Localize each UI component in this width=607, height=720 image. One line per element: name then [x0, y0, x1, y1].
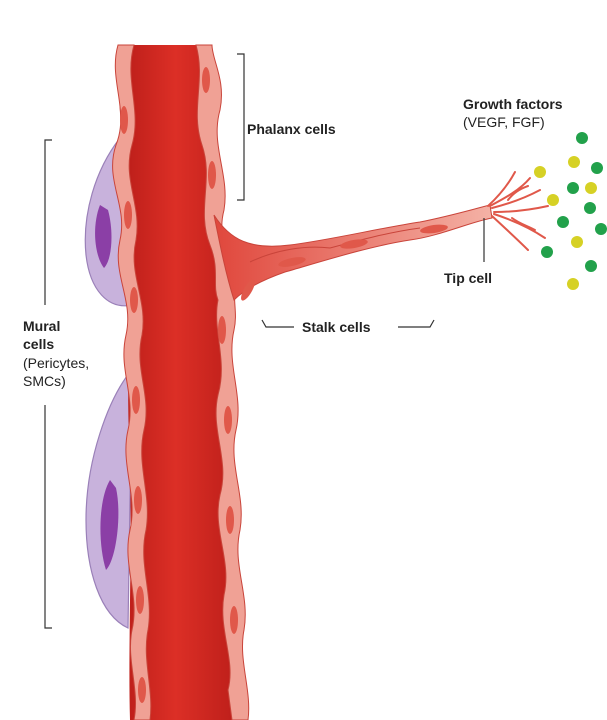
mural-bracket-top [45, 140, 52, 305]
phalanx-bracket [237, 54, 244, 200]
vegf-molecule-icon [591, 162, 603, 174]
fgf-molecule-icon [534, 166, 546, 178]
mural-cells-label-line2: cells [23, 336, 54, 353]
mural-cells-label-line3: (Pericytes, [23, 355, 89, 372]
fgf-molecule-icon [567, 278, 579, 290]
vegf-molecule-icon [576, 132, 588, 144]
stalk-cells-label: Stalk cells [302, 319, 371, 336]
stalk-bracket-left [262, 320, 294, 327]
stalk-bracket-right [398, 320, 434, 327]
vegf-molecule-icon [585, 260, 597, 272]
vegf-molecule-icon [584, 202, 596, 214]
tip-filopodia [488, 172, 548, 250]
fgf-molecule-icon [571, 236, 583, 248]
blood-vessel [113, 45, 249, 720]
vegf-molecule-icon [541, 246, 553, 258]
tip-cell-label: Tip cell [444, 270, 492, 287]
fgf-molecule-icon [547, 194, 559, 206]
mural-bracket-bottom [45, 405, 52, 628]
phalanx-cells-label: Phalanx cells [247, 121, 336, 138]
growth-factors-label: Growth factors [463, 96, 563, 113]
fgf-molecule-icon [585, 182, 597, 194]
vegf-molecule-icon [595, 223, 607, 235]
fgf-molecule-icon [568, 156, 580, 168]
vegf-molecule-icon [567, 182, 579, 194]
sprout [214, 172, 548, 302]
growth-factors [534, 132, 607, 290]
growth-factors-sublabel: (VEGF, FGF) [463, 114, 545, 131]
mural-cells-label-line1: Mural [23, 318, 60, 335]
vegf-molecule-icon [557, 216, 569, 228]
mural-cells-label-line4: SMCs) [23, 373, 66, 390]
